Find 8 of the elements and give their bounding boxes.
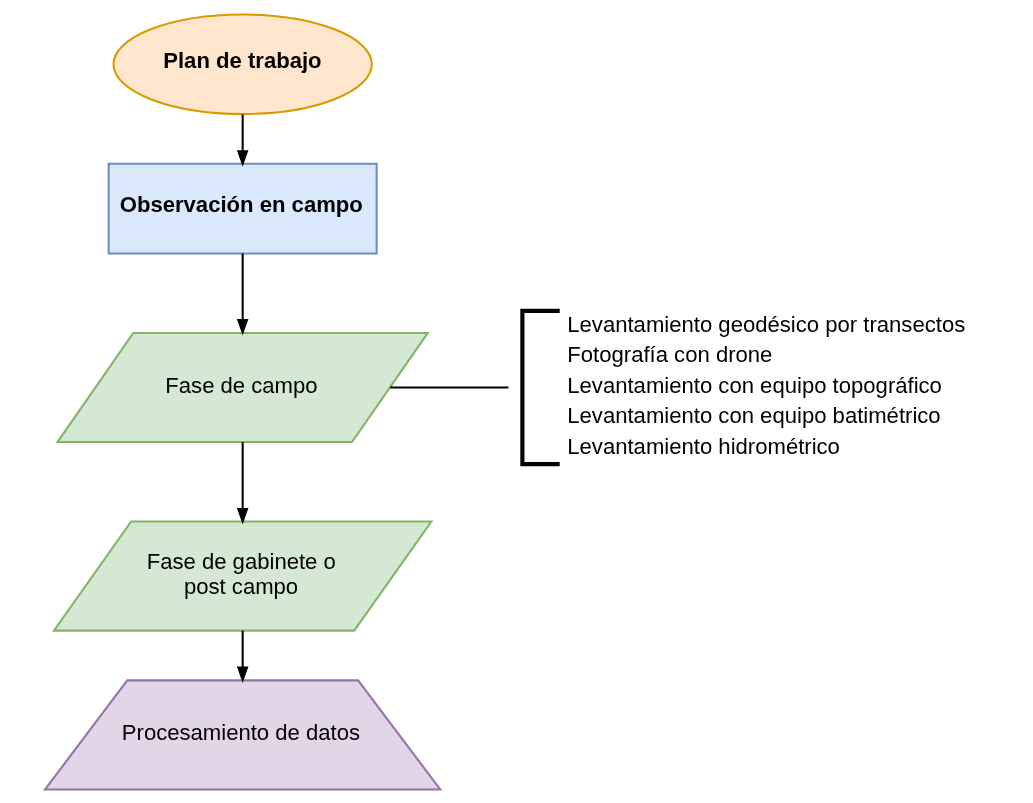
arrow xyxy=(236,630,249,683)
arrow xyxy=(236,253,249,335)
connector xyxy=(390,385,509,389)
node-ellipse: Plan de trabajo xyxy=(112,13,373,115)
node-box: Observación en campo xyxy=(107,162,378,255)
node-text: Levantamiento geodésico por transectos Fotografía con drone Levantamiento con equipo topográfico Levantamiento con equipo batimétrico Levantamiento hidrométrico xyxy=(567,311,966,459)
arrow xyxy=(236,441,249,525)
arrow xyxy=(236,113,249,167)
